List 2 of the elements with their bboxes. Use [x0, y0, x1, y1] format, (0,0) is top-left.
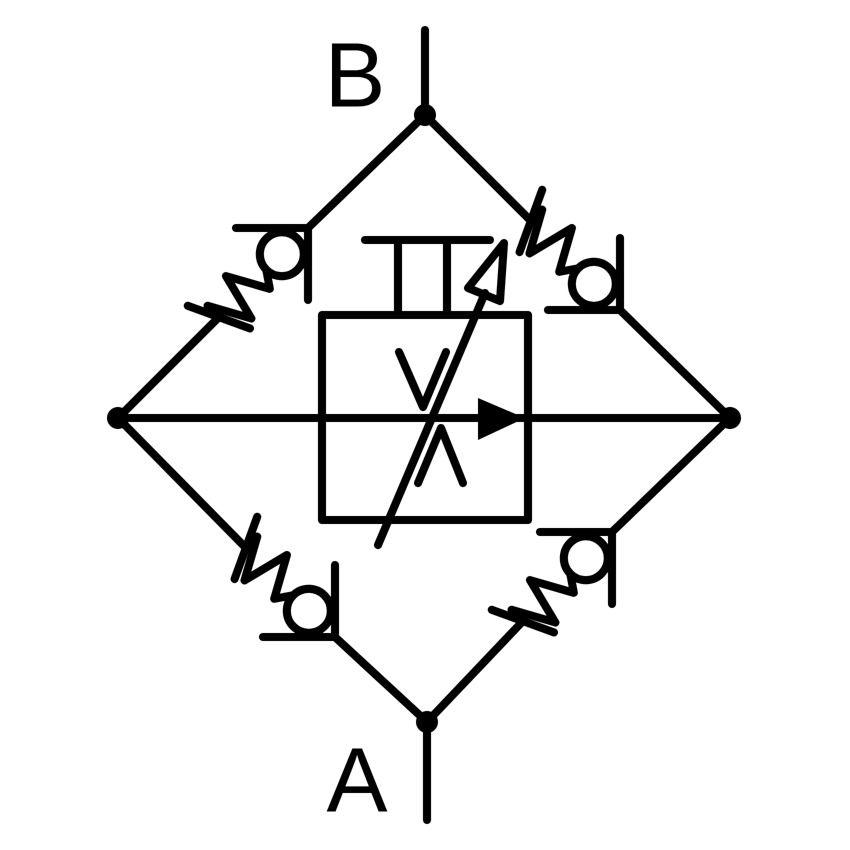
port-label: A [326, 748, 388, 812]
port-label: B [332, 44, 381, 106]
